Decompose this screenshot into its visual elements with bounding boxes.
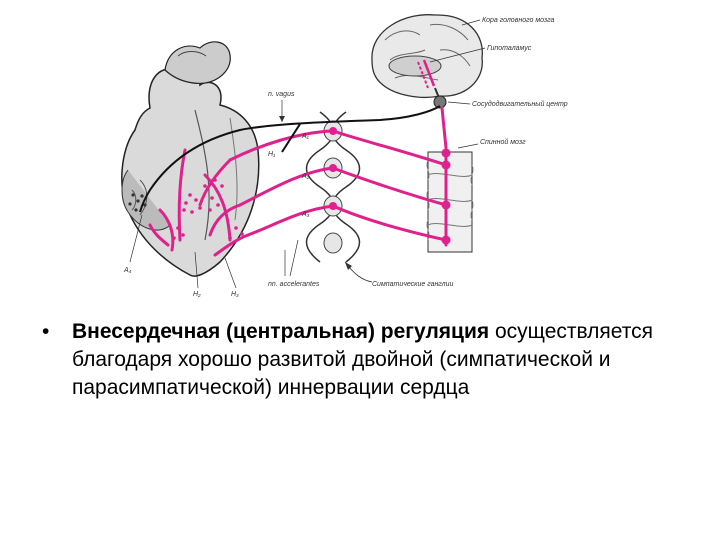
- nerve-junction-dots: [329, 127, 451, 245]
- caption-bold-heading: Внесердечная (центральная) регуляция: [72, 320, 490, 343]
- label-spinal-cord: Спинной мозг: [480, 138, 526, 146]
- label-a1: A₁: [301, 133, 310, 140]
- bullet-marker: •: [42, 320, 50, 343]
- caption-text: Внесердечная (центральная) регуляция осу…: [72, 318, 682, 402]
- label-h2: H₂: [193, 291, 201, 298]
- brain-illustration: [371, 14, 483, 109]
- nerve-ending-dots: [172, 178, 244, 240]
- label-sympathetic-ganglia: Симпатические ганглии: [372, 281, 454, 288]
- label-a3: A₃: [301, 211, 310, 218]
- label-vasomotor-center: Сосудодвигательный центр: [472, 100, 568, 108]
- vagus-nerve: [139, 105, 441, 213]
- label-a2: A₂: [301, 173, 310, 180]
- caption-rest: осуществляется благодаря хорошо развитой…: [72, 320, 654, 399]
- label-cortex: Кора головного мозга: [482, 17, 555, 24]
- label-vagus: n. vagus: [268, 91, 295, 98]
- diagram-svg: Кора головного мозга Гипоталамус Сосудод…: [121, 14, 568, 298]
- pointer-lines: [129, 214, 299, 289]
- innervation-diagram: Кора головного мозга Гипоталамус Сосудод…: [121, 14, 568, 298]
- label-a4: A₄: [123, 267, 132, 274]
- label-h1: H₁: [268, 151, 276, 158]
- heart-illustration: [121, 41, 260, 277]
- label-h3: H₃: [231, 291, 239, 298]
- label-hypothalamus: Гипоталамус: [487, 45, 532, 52]
- label-accelerantes: nn. accelerantes: [268, 281, 320, 288]
- caption-block: • Внесердечная (центральная) регуляция о…: [42, 318, 682, 402]
- sympathetic-chain-illustration: [305, 111, 361, 263]
